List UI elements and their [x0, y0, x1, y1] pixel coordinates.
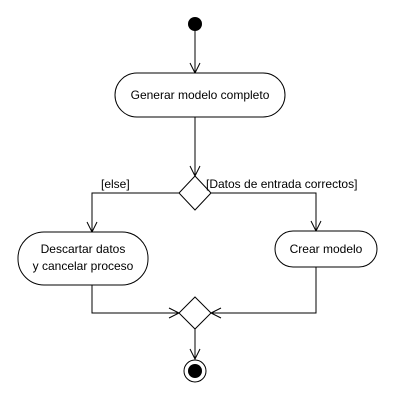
edges — [86, 31, 322, 361]
action-generar-modelo: Generar modelo completo — [114, 72, 286, 118]
edge-descartar-to-merge — [91, 285, 179, 314]
guard-datos-correctos: [Datos de entrada correctos] — [206, 177, 357, 191]
action-descartar-datos: Descartar datos y cancelar proceso — [17, 231, 149, 286]
action-crear-label: Crear modelo — [290, 242, 363, 256]
action-generar-label: Generar modelo completo — [131, 88, 270, 102]
edge-decision-to-crear — [211, 192, 317, 231]
edge-crear-to-merge — [211, 267, 317, 314]
edge-decision-to-descartar — [91, 192, 179, 232]
final-node-inner — [188, 364, 202, 378]
action-crear-shape — [274, 230, 378, 268]
action-generar-shape — [114, 72, 286, 118]
arrowhead-end — [189, 348, 201, 361]
merge-node — [178, 296, 212, 330]
action-crear-modelo: Crear modelo — [274, 230, 378, 268]
initial-node — [188, 17, 202, 31]
final-node — [183, 359, 207, 383]
action-descartar-label-line-2: y cancelar proceso — [33, 259, 134, 273]
action-descartar-label-line-1: Descartar datos — [41, 242, 126, 256]
decision-node — [178, 175, 212, 211]
action-descartar-shape — [17, 231, 149, 286]
guard-else: [else] — [101, 177, 130, 191]
